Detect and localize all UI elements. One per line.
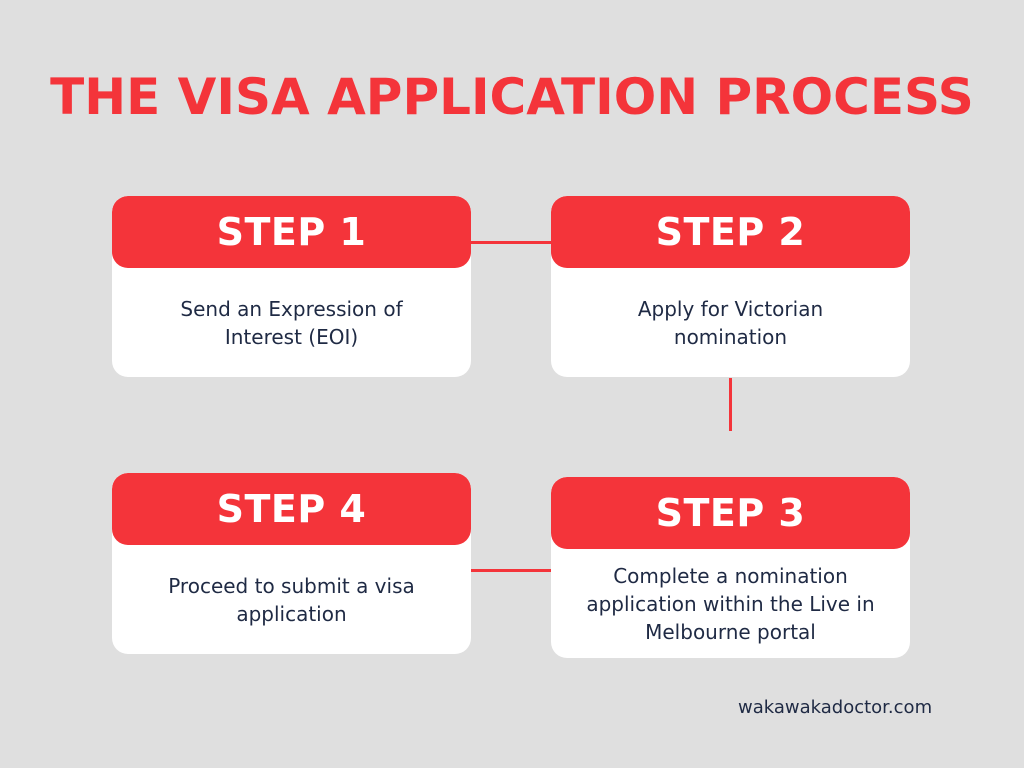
step-3-header: STEP 3 (551, 477, 910, 549)
step-card-2: STEP 2 Apply for Victorian nomination (551, 196, 910, 377)
step-card-1: STEP 1 Send an Expression of Interest (E… (112, 196, 471, 377)
page-title: THE VISA APPLICATION PROCESS (50, 68, 974, 126)
step-3-description: Complete a nomination application within… (586, 563, 875, 644)
step-card-4: STEP 4 Proceed to submit a visa applicat… (112, 473, 471, 654)
step-2-description: Apply for Victorian nomination (637, 296, 824, 349)
step-2-header: STEP 2 (551, 196, 910, 268)
step-1-description: Send an Expression of Interest (EOI) (180, 296, 403, 349)
website-credit: wakawakadoctor.com (738, 697, 933, 718)
connector-step3-step4 (471, 569, 551, 572)
connector-step1-step2 (471, 241, 551, 244)
step-4-description: Proceed to submit a visa application (168, 573, 415, 626)
step-4-header: STEP 4 (112, 473, 471, 545)
connector-step2-step3 (729, 378, 732, 431)
step-1-header: STEP 1 (112, 196, 471, 268)
step-card-3: STEP 3 Complete a nomination application… (551, 477, 910, 658)
